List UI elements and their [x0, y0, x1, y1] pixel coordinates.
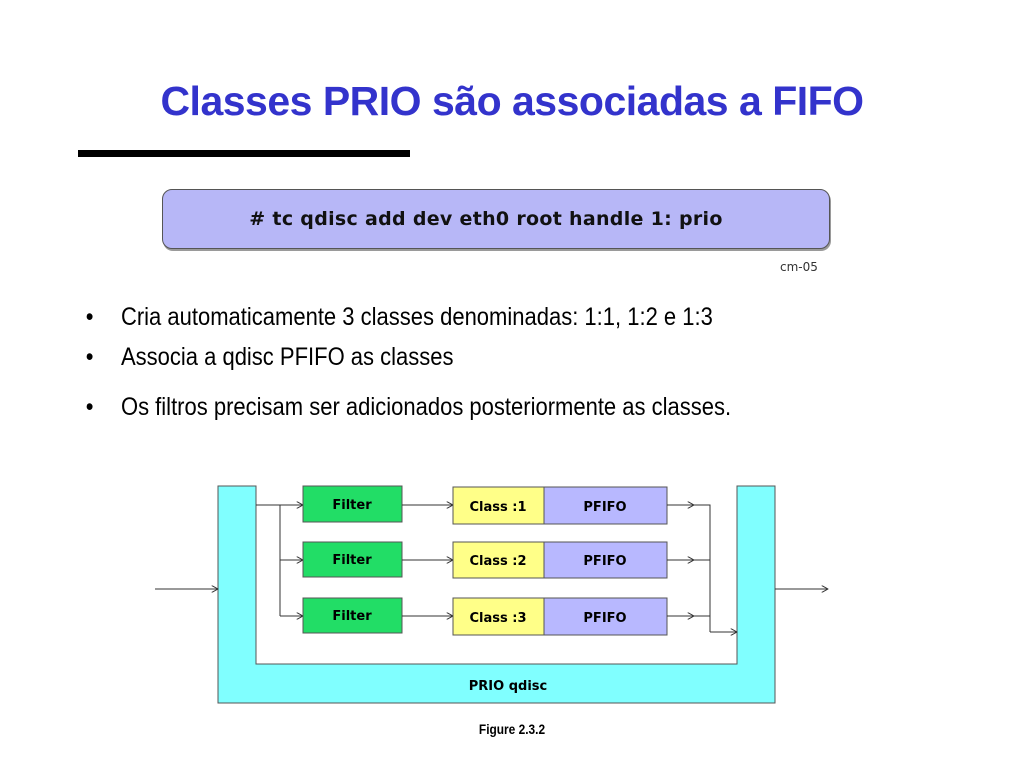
class-label-2: Class :2 — [469, 554, 526, 569]
class-label-3: Class :3 — [469, 611, 526, 626]
bullet-item-3: Os filtros precisam ser adicionados post… — [84, 387, 876, 427]
command-reference: cm-05 — [780, 260, 818, 274]
pfifo-label-1: PFIFO — [583, 500, 626, 515]
bullet-list: Cria automaticamente 3 classes denominad… — [84, 297, 984, 427]
prio-qdisc-container — [217, 485, 776, 704]
command-text: # tc qdisc add dev eth0 root handle 1: p… — [249, 208, 723, 230]
pfifo-box-2 — [543, 541, 668, 579]
filter-label-3: Filter — [332, 609, 372, 624]
inner-output-connector — [694, 504, 711, 632]
figure-caption: Figure 2.3.2 — [478, 721, 546, 737]
filter-box-1 — [302, 485, 403, 523]
pfifo-box-3 — [543, 597, 668, 636]
inner-input-connector — [256, 504, 281, 616]
filter-label-2: Filter — [332, 553, 372, 568]
slide-title: Classes PRIO são associadas a FIFO — [160, 78, 864, 124]
command-box: # tc qdisc add dev eth0 root handle 1: p… — [162, 189, 830, 249]
bullet-item-1: Cria automaticamente 3 classes denominad… — [84, 297, 876, 337]
class-box-1 — [452, 486, 545, 525]
class-box-3 — [452, 597, 545, 636]
filter-box-3 — [302, 597, 403, 634]
filter-label-1: Filter — [332, 498, 372, 513]
bullet-item-2: Associa a qdisc PFIFO as classes — [84, 337, 876, 377]
container-label: PRIO qdisc — [469, 679, 547, 694]
pfifo-label-3: PFIFO — [583, 611, 626, 626]
class-label-1: Class :1 — [469, 500, 526, 515]
title-underline — [78, 150, 410, 157]
filter-box-2 — [302, 541, 403, 578]
pfifo-label-2: PFIFO — [583, 554, 626, 569]
